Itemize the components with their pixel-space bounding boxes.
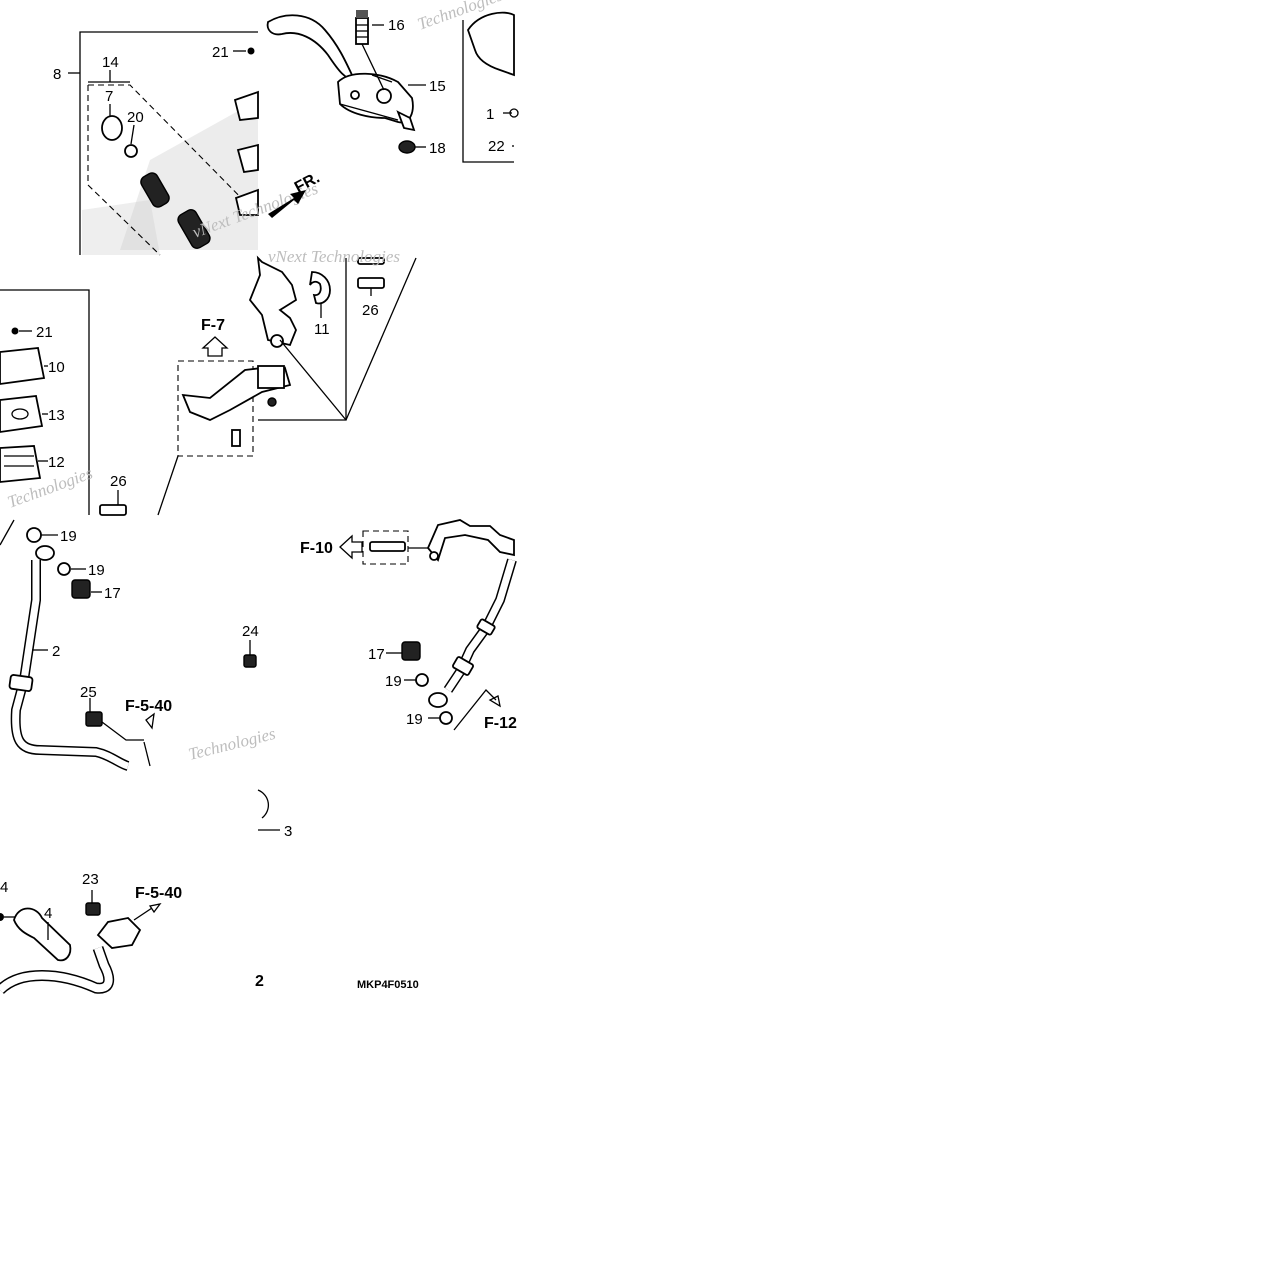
callout-26: 26 [362, 302, 379, 319]
callout-22: 22 [488, 138, 505, 155]
callout-19: 19 [406, 711, 423, 728]
cap-part-7 [101, 115, 123, 141]
bolt-part [369, 541, 406, 552]
boot-part [177, 209, 211, 249]
callout-21: 21 [36, 324, 53, 341]
panel-hose-4: 4 4 23 F-5-40 [0, 871, 182, 995]
callout-24: 24 [242, 623, 259, 640]
callout-11: 11 [314, 321, 330, 338]
ref-f7: F-7 [201, 317, 225, 334]
callout-2b: 2 [255, 973, 264, 990]
holder-part-11 [309, 271, 331, 305]
front-arrow-icon [268, 190, 306, 218]
callout-12: 12 [48, 454, 65, 471]
callout-26: 26 [110, 473, 127, 490]
diagram-code: MKP4F0510 [357, 979, 419, 991]
washer-part-19 [26, 527, 42, 543]
hose-bracket [426, 519, 515, 562]
panel-master-cylinder: 8 14 7 20 21 vNext Technologies [53, 31, 321, 256]
panel-switch: F-7 11 26 vNext Technologies [157, 247, 417, 516]
panel-fragments: 24 3 2 MKP4F0510 [242, 623, 419, 991]
callout-20: 20 [127, 109, 144, 126]
brake-lever [266, 14, 361, 84]
bolt-part-17 [71, 579, 91, 599]
callout-13: 13 [48, 407, 65, 424]
panel-hose-2: 19 19 17 2 25 F-5-40 Technologies [0, 519, 278, 771]
clip-part-20 [124, 144, 138, 158]
diaphragm-part-12 [0, 445, 42, 483]
panel-hose-right: F-10 17 19 19 F-12 [300, 519, 517, 732]
ref-f12: F-12 [484, 715, 517, 732]
callout-16: 16 [388, 17, 405, 34]
callout-14: 14 [102, 54, 119, 71]
plate-part-13 [0, 395, 44, 433]
master-cylinder-body [467, 11, 515, 77]
callout-1: 1 [486, 106, 494, 123]
ref-arrow-left-icon [339, 534, 363, 560]
callout-4: 4 [0, 879, 8, 896]
washer-part-19 [439, 711, 453, 725]
screw-icon [247, 47, 255, 55]
callout-17: 17 [368, 646, 385, 663]
panel-brake-lever: 16 15 18 FR. 1 22 Technologies [266, 0, 519, 218]
callout-2: 2 [52, 643, 60, 660]
watermark: vNext Technologies [268, 247, 400, 266]
callout-21: 21 [212, 44, 229, 61]
washer-part-19 [415, 673, 429, 687]
washer-part-19 [57, 562, 71, 576]
callout-3: 3 [284, 823, 292, 840]
bolt-part-17 [401, 641, 421, 661]
callout-19: 19 [88, 562, 105, 579]
panel-reservoir: 21 10 13 12 26 Technologies [0, 289, 127, 516]
clamp-part-4 [13, 907, 72, 962]
ref-f540: F-5-40 [135, 885, 182, 902]
ref-f10: F-10 [300, 540, 333, 557]
bolt-part-26 [99, 504, 127, 516]
ref-f540: F-5-40 [125, 698, 172, 715]
callout-4: 4 [44, 905, 52, 922]
callout-15: 15 [429, 78, 446, 95]
cover-part-10 [0, 347, 46, 385]
callout-7: 7 [105, 88, 113, 105]
callout-19: 19 [60, 528, 77, 545]
clamp-part [248, 255, 298, 347]
watermark: Technologies [186, 724, 277, 764]
piston-part [140, 172, 170, 208]
callout-10: 10 [48, 359, 65, 376]
nut-part-24 [243, 654, 257, 668]
bolt-part-25 [85, 711, 103, 727]
lever-pivot [337, 72, 414, 124]
callout-23: 23 [82, 871, 99, 888]
callout-19: 19 [385, 673, 402, 690]
ref-arrow-up-icon [201, 336, 229, 357]
callout-8: 8 [53, 66, 61, 83]
callout-17: 17 [104, 585, 121, 602]
callout-25: 25 [80, 684, 97, 701]
nut-part-18 [398, 140, 416, 154]
bolt-part-26 [357, 277, 385, 289]
callout-18: 18 [429, 140, 446, 157]
screw-icon [11, 327, 19, 335]
bolt-part-23 [85, 902, 101, 916]
